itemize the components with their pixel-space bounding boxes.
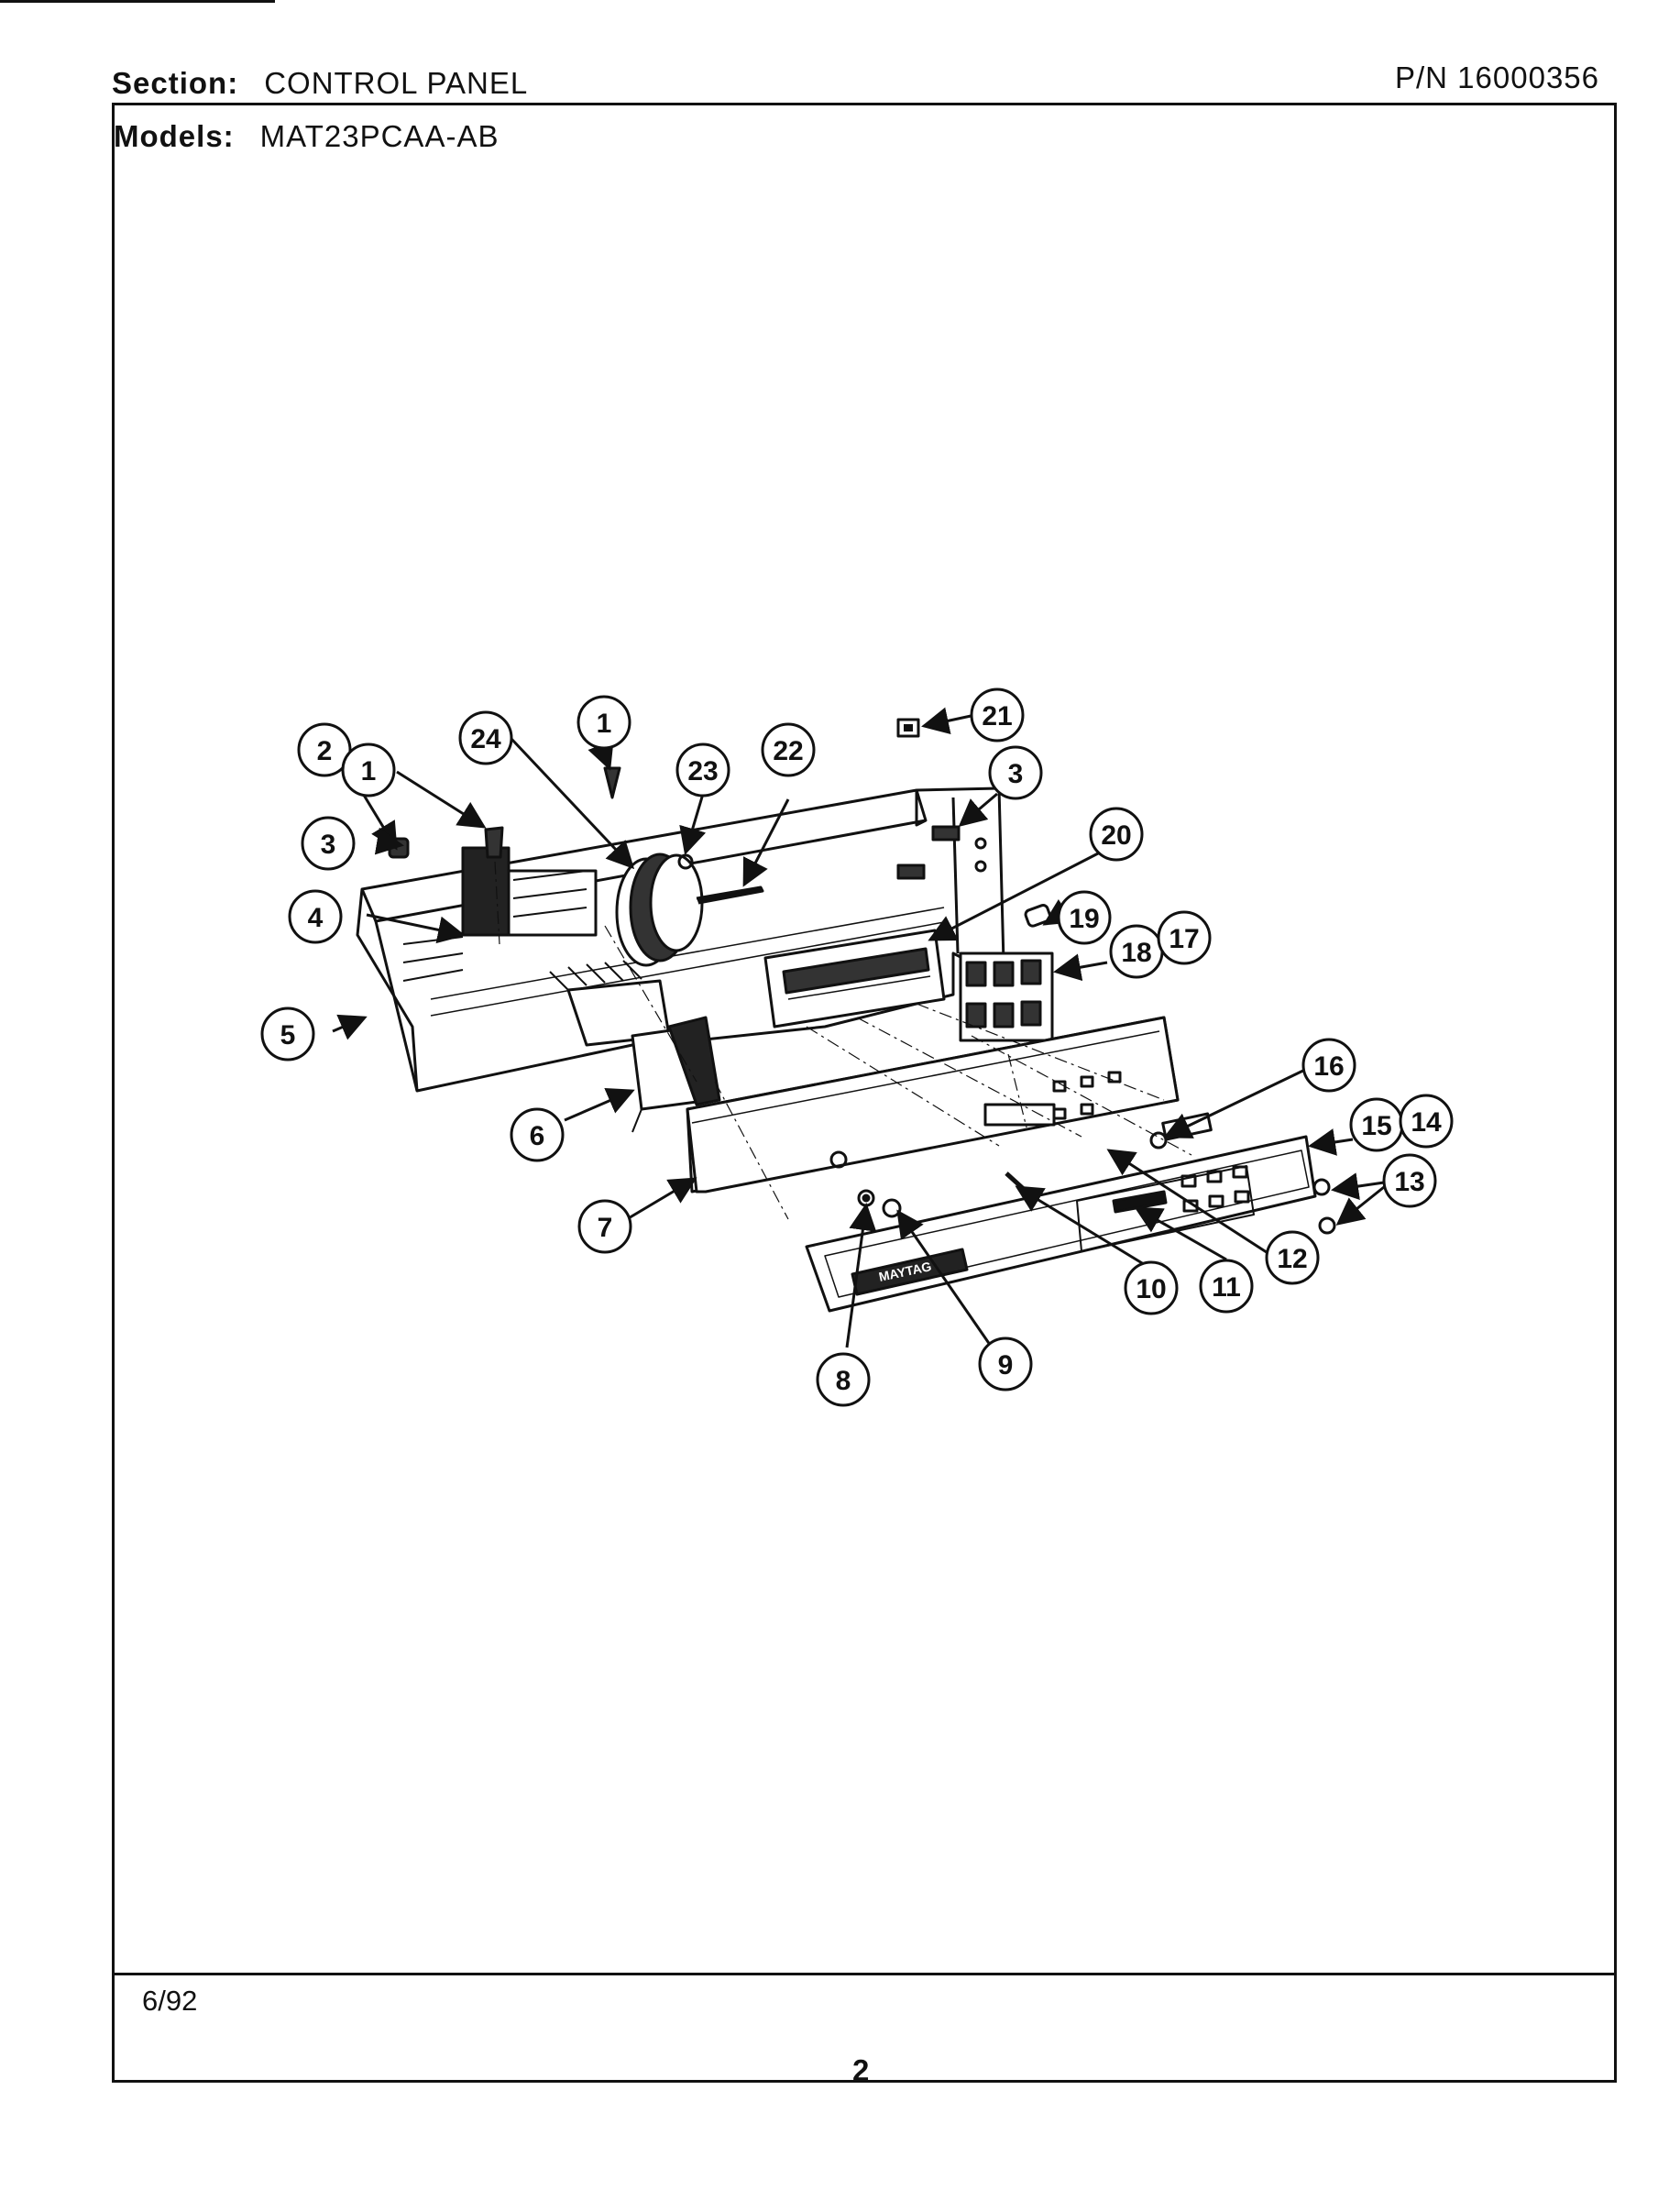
callout-23: 23: [675, 742, 730, 798]
svg-text:14: 14: [1411, 1107, 1442, 1138]
footer-divider: [112, 1973, 1617, 1975]
svg-text:6: 6: [530, 1121, 545, 1151]
callout-3-right: 3: [988, 745, 1043, 800]
svg-text:1: 1: [361, 756, 377, 786]
callout-3-left: 3: [301, 816, 356, 871]
callout-12: 12: [1265, 1230, 1320, 1285]
svg-text:1: 1: [597, 709, 612, 739]
svg-text:19: 19: [1069, 904, 1099, 934]
svg-text:22: 22: [773, 736, 803, 766]
page-number: 2: [852, 2053, 870, 2087]
top-rule: [0, 0, 275, 3]
svg-text:18: 18: [1121, 938, 1151, 968]
svg-text:21: 21: [982, 701, 1012, 732]
callout-7: 7: [577, 1199, 632, 1254]
svg-text:17: 17: [1169, 924, 1199, 954]
callout-9: 9: [978, 1336, 1033, 1392]
callout-2: 2: [297, 722, 352, 777]
callout-18: 18: [1109, 924, 1164, 979]
svg-text:8: 8: [836, 1366, 851, 1396]
svg-text:7: 7: [598, 1213, 613, 1243]
switch-bank: [959, 952, 1054, 1042]
assembly-guide-lines: [494, 861, 1192, 1220]
control-board: [763, 929, 946, 1028]
svg-text:12: 12: [1277, 1244, 1307, 1274]
part-number: P/N 16000356: [1395, 60, 1600, 94]
callout-13: 13: [1382, 1153, 1437, 1208]
callout-8: 8: [816, 1352, 871, 1407]
callout-1-top: 1: [576, 695, 631, 750]
svg-text:23: 23: [687, 756, 718, 786]
svg-text:3: 3: [321, 830, 336, 860]
svg-text:10: 10: [1136, 1274, 1166, 1304]
callout-20: 20: [1089, 807, 1144, 862]
svg-text:13: 13: [1394, 1167, 1424, 1197]
models-header: Models: MAT23PCAA-AB: [114, 119, 499, 154]
callout-5: 5: [260, 1006, 315, 1062]
callout-15: 15: [1349, 1097, 1404, 1152]
svg-text:2: 2: [317, 736, 333, 766]
svg-text:5: 5: [280, 1020, 296, 1050]
models-label: Models:: [114, 119, 235, 153]
callout-24: 24: [458, 710, 513, 765]
callout-19: 19: [1057, 890, 1112, 945]
svg-text:4: 4: [308, 903, 324, 933]
section-label: Section:: [112, 66, 239, 100]
svg-text:15: 15: [1361, 1111, 1391, 1141]
models-value: MAT23PCAA-AB: [259, 119, 500, 153]
svg-text:20: 20: [1101, 820, 1131, 851]
revision-date: 6/92: [142, 1985, 198, 2017]
callout-1-left: 1: [341, 742, 396, 798]
callout-4: 4: [288, 889, 343, 944]
section-header: Section: CONTROL PANEL: [112, 66, 528, 101]
diagram-frame: [112, 103, 1617, 2083]
svg-text:16: 16: [1313, 1051, 1344, 1082]
callout-6: 6: [510, 1107, 565, 1162]
svg-text:24: 24: [470, 724, 501, 754]
leader-lines: [332, 707, 1385, 1355]
callout-21: 21: [970, 688, 1025, 742]
relay-block: [402, 846, 598, 982]
timer-assembly: [615, 852, 764, 967]
callout-10: 10: [1124, 1260, 1179, 1315]
upper-screws: [896, 825, 961, 880]
section-value: CONTROL PANEL: [264, 66, 529, 100]
mounting-bracket: [686, 1016, 1180, 1194]
callouts: 2 1 24 1 23 22 21 3 3 20 19 18 17 4 5 16…: [260, 688, 1454, 1407]
callout-17: 17: [1157, 910, 1212, 965]
callout-14: 14: [1399, 1094, 1454, 1149]
svg-text:9: 9: [998, 1350, 1014, 1380]
svg-text:3: 3: [1008, 759, 1024, 789]
callout-22: 22: [761, 722, 816, 777]
callout-16: 16: [1301, 1038, 1356, 1093]
svg-text:11: 11: [1212, 1272, 1241, 1303]
callout-11: 11: [1199, 1259, 1254, 1314]
